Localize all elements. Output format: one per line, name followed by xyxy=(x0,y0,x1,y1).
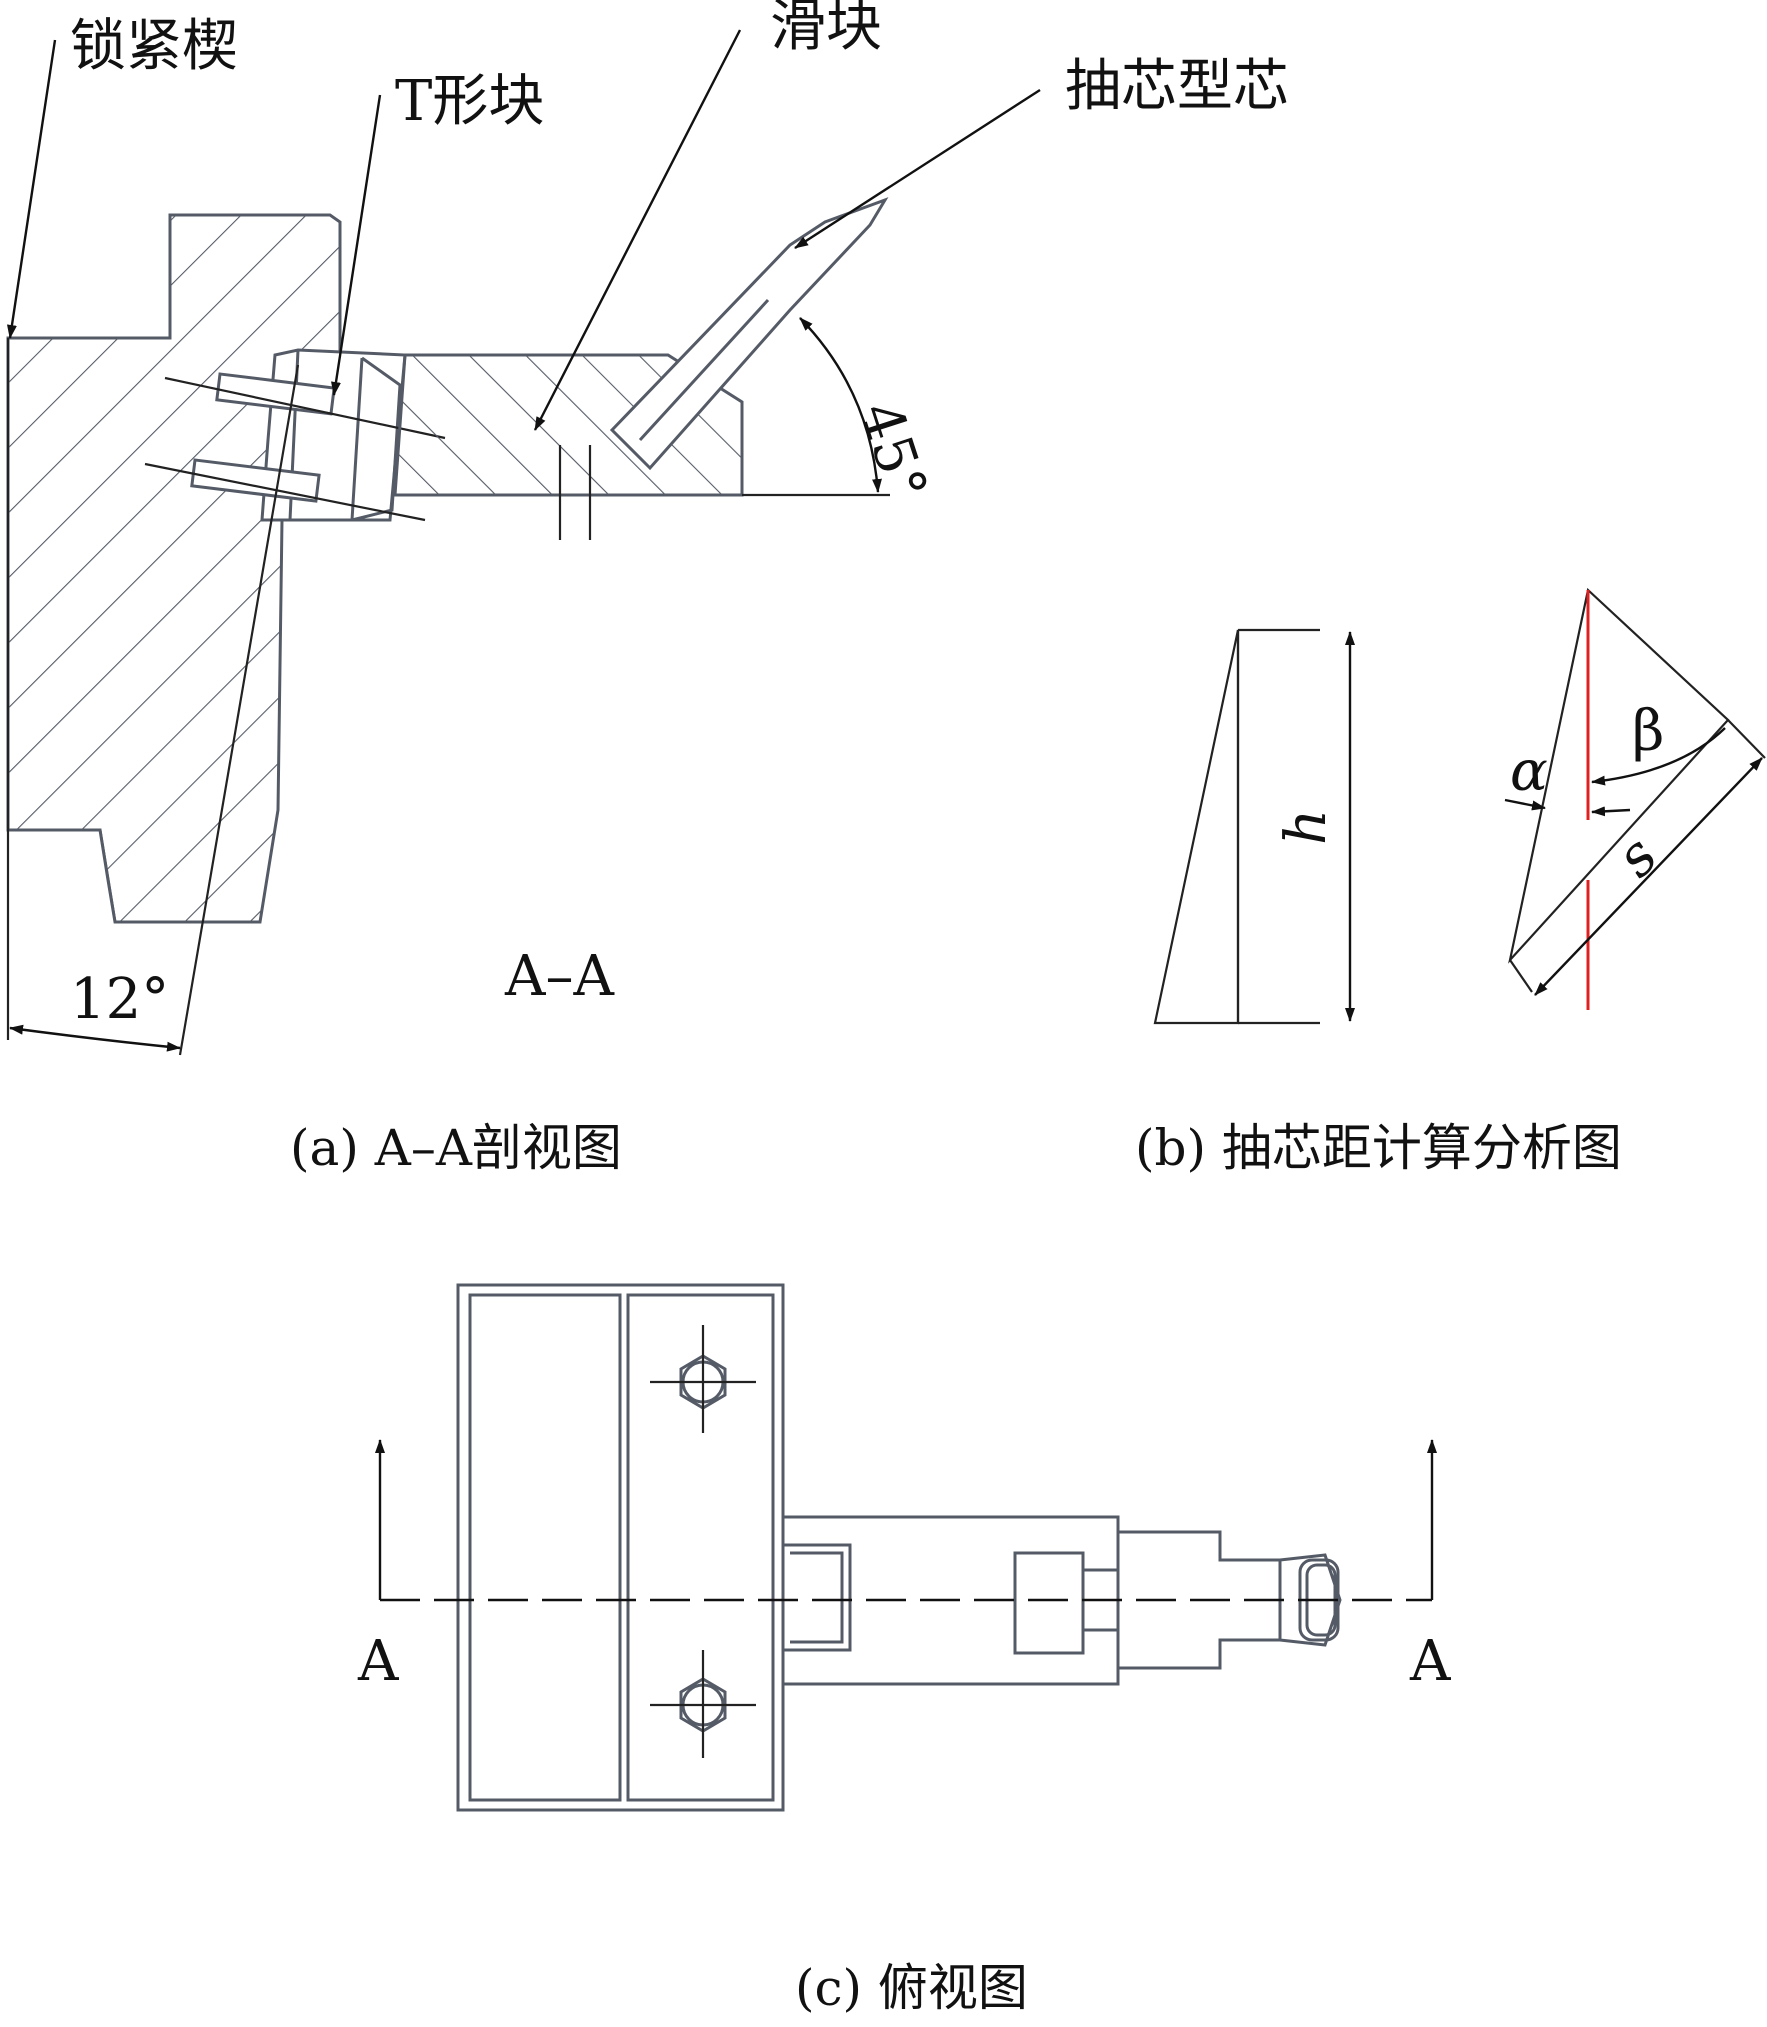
leader-core-pull xyxy=(794,88,1041,250)
leader-t-block xyxy=(331,94,382,396)
label-locking-wedge: 锁紧楔 xyxy=(70,14,238,79)
caption-c: (c) 俯视图 xyxy=(795,1959,1028,2017)
leader-slider xyxy=(533,29,742,431)
section-mark-left: A xyxy=(357,1629,399,1694)
beta-label: β xyxy=(1632,699,1664,764)
locking-wedge-body xyxy=(6,213,342,924)
h-label: h xyxy=(1274,809,1339,845)
angle-12-label: 12° xyxy=(70,967,169,1032)
wedge-notch xyxy=(8,830,115,922)
screw-lower xyxy=(144,458,426,522)
top-view-c: A A xyxy=(357,1283,1451,1812)
section-view-a: 45° 12° 锁紧楔 T形块 滑块 抽芯型芯 A–A xyxy=(6,0,1289,1056)
section-mark-right: A xyxy=(1409,1629,1451,1694)
s-label: s xyxy=(1604,824,1670,890)
caption-b: (b) 抽芯距计算分析图 xyxy=(1135,1119,1622,1177)
leader-locking-wedge xyxy=(6,39,57,339)
label-slider: 滑块 xyxy=(770,0,882,59)
analysis-diagram-b: h β α s xyxy=(1153,587,1766,1025)
label-t-block: T形块 xyxy=(395,69,544,134)
caption-a: (a) A–A剖视图 xyxy=(290,1119,622,1177)
bolt-hole-upper xyxy=(650,1325,756,1433)
bolt-hole-lower xyxy=(650,1650,756,1758)
label-core-pull: 抽芯型芯 xyxy=(1065,54,1289,119)
alpha-label: α xyxy=(1510,739,1548,804)
angle-45-label: 45° xyxy=(847,394,939,508)
section-name: A–A xyxy=(504,944,614,1009)
